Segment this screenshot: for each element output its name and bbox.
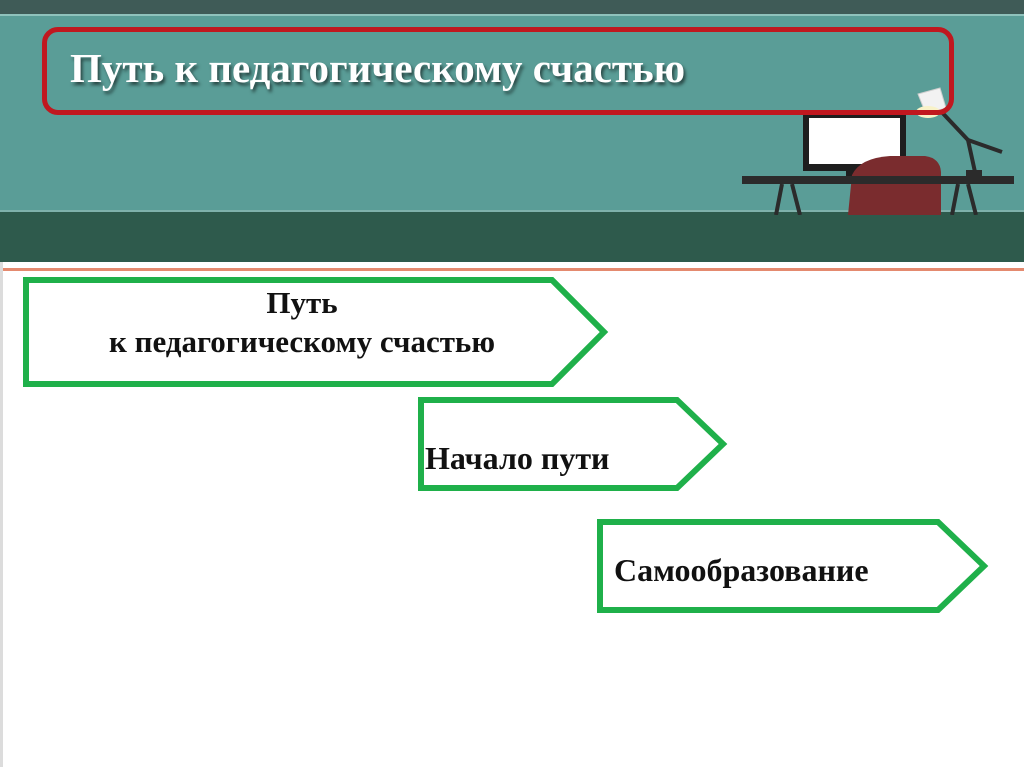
- step-arrow-self-education: Самообразование: [596, 518, 988, 614]
- step-label-self-education: Самообразование: [614, 550, 944, 590]
- step-title-line2: к педагогическому счастью: [22, 323, 582, 362]
- accent-line: [0, 268, 1024, 271]
- step-title-line1: Путь: [22, 284, 582, 323]
- step-arrow-path: Путь к педагогическому счастью: [22, 276, 608, 388]
- header-band: [0, 212, 1024, 262]
- chair-icon: [848, 156, 941, 215]
- step-label-start: Начало пути: [425, 438, 675, 478]
- step-arrow-start: Начало пути: [417, 396, 728, 492]
- content-edge: [0, 262, 3, 767]
- top-strip: [0, 0, 1024, 14]
- slide-title: Путь к педагогическому счастью: [70, 48, 685, 89]
